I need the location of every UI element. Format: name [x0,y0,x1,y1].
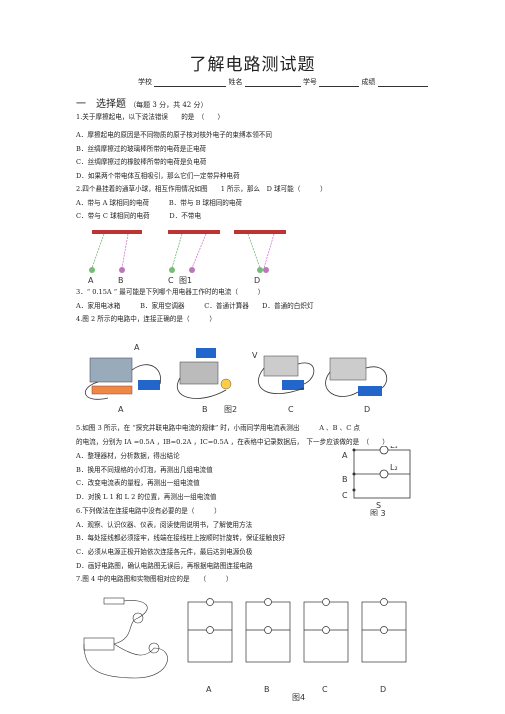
rod-3 [234,230,286,234]
q6-option-a[interactable]: A．观察、认识仪器、仪表，阅读使用说明书，了解使用方法 [76,521,253,529]
page-title: 了解电路测试题 [189,55,316,75]
school-blank[interactable] [154,79,227,87]
svg-text:V: V [252,351,258,360]
fig4-option-c [303,598,349,663]
fig4-caption: 图4 [292,693,305,702]
q5-option-a[interactable]: A．整理器材，分析数据，得出结论 [76,452,180,460]
fig4-physical-circuit [83,597,168,679]
lamp-l1-icon [379,446,389,455]
svg-text:A: A [134,343,140,352]
svg-text:B: B [342,475,348,484]
fig3-switch-label: S [376,501,381,510]
q5-stem-line2: 的电流，分别为 IA =0.5A ，IB=0.2A ，IC=0.5A ，在表格中… [76,438,389,446]
rod-1 [92,230,142,234]
score-blank[interactable] [377,79,428,87]
ball-b2 [189,267,195,273]
fig2-circuit-a: A [84,343,161,400]
fig4-option-a [187,598,233,663]
fig4-label-d: D [380,685,386,694]
q3-stem: 3．“ 0.15A ” 最可能是下列哪个用电器工作时的电流（ ） [76,288,265,296]
lamp-l2-icon [379,469,389,479]
q5-option-b[interactable]: B．换用不同规格的小灯泡，再测出几组电流值 [76,466,213,474]
section-title: 一 选择题 [76,99,126,110]
fig3-caption: 图 3 [370,509,386,516]
section-heading: 一 选择题 （每题 3 分，共 42 分） [76,95,207,110]
ball-c [169,267,175,273]
name-label: 姓名 [228,78,243,86]
fig4-option-b [245,598,291,663]
q5-option-c[interactable]: C．改变电流表的量程，再测出一组电流值 [76,479,200,487]
fig4-label-c: C [322,685,328,694]
figure-1-hanging-balls: A B C 图1 D [88,230,286,285]
fig2-label-a: A [118,405,124,414]
fig1-label-b: B [118,276,124,285]
rod-2 [168,230,220,234]
battery-a [138,380,160,390]
fig1-label-d: D [254,276,260,285]
q5-stem-line1: 5.如图 3 所示，在 “探究并联电路中电流的规律” 时，小雨同学用电流表测出 … [76,424,360,432]
fig1-caption: 图1 [179,276,192,285]
q6-stem: 6.下列做法在连接电路中没有必要的是（ ） [76,507,221,515]
q1-stem: 1.关于摩擦起电，以下说法错误 的是 （ ） [76,113,225,121]
fig3-l2-label: L₂ [390,463,398,472]
q6-option-d[interactable]: D．画好电路图，确认电路图无误后，再根据电路图连接电路 [76,562,253,570]
q6-option-b[interactable]: B．每处接线都必须接牢，线端在接线柱上按顺时针旋转，保证接触良好 [76,534,286,542]
battery-d [358,386,382,396]
q3-options[interactable]: A．家用电冰箱 B．家用空调器 C．普通计算器 D．普通的白炽灯 [76,302,314,310]
fig2-circuit-d [325,357,388,397]
fig1-label-a: A [88,276,94,285]
q4-stem: 4.图 2 所示的电路中，连接正确的是（ ） [76,315,216,323]
fig2-caption: 图2 [224,405,237,414]
battery-b [196,348,216,358]
q7-stem: 7.图 4 中的电路图和实物图相对应的是 （ ） [76,575,233,583]
fig4-label-b: B [264,685,270,694]
student-info-row: 学校 姓名 学号 成绩 [138,77,428,87]
ball-c2 [257,267,263,273]
figure-4-circuits: A B 图4 C D [83,597,407,702]
name-blank[interactable] [244,79,301,87]
svg-text:A: A [342,451,348,460]
figure-2-circuits: A V A B 图2 C D [84,343,388,414]
fig2-label-c: C [288,405,294,414]
fig2-label-b: B [202,405,208,414]
number-blank[interactable] [319,79,360,87]
fig1-label-c: C [168,276,174,285]
battery-c [282,380,304,390]
q1-option-b[interactable]: B．丝绸摩擦过的玻璃棒所带的电荷是正电荷 [76,145,207,153]
school-label: 学校 [138,78,152,86]
fig2-circuit-c: V [252,351,315,395]
fig2-circuit-b [177,348,232,399]
fig3-l1-label: L₁ [390,446,398,450]
score-label: 成绩 [361,78,376,86]
q1-option-a[interactable]: A．摩擦起电的原因是不同物质的原子核对核外电子的束缚本领不同 [76,131,272,139]
q6-option-c[interactable]: C．必须从电源正极开始依次连接各元件，最后达到电源负极 [76,548,253,556]
fig2-label-d: D [364,405,370,414]
q2-options-row1[interactable]: A．带与 A 球相同的电荷 B．带与 B 球相同的电荷 [76,199,243,207]
q2-options-row2[interactable]: C．带与 C 球相同的电荷 D．不带电 [76,212,202,220]
fig4-label-a: A [206,685,212,694]
q1-option-d[interactable]: D．如果两个带电体互相吸引，那么它们一定带异种电荷 [76,172,240,180]
ball-a [89,267,95,273]
section-note: （每题 3 分，共 42 分） [129,101,208,109]
figure-3-parallel-circuit: A B C L₁ L₂ S 图 3 [342,446,411,516]
q2-stem: 2.四个悬挂着的通草小球，相互作用情况如图 1 所示，那么 D 球可能（ ） [76,185,327,193]
q1-option-c[interactable]: C．丝绸摩擦过的橡胶棒所带的电荷是负电荷 [76,158,207,166]
ball-b [119,267,125,273]
fig4-option-d [361,598,407,663]
number-label: 学号 [302,78,317,86]
svg-text:C: C [342,491,348,500]
q5-option-d[interactable]: D．对换 L 1 和 L 2 的位置，再测出一组电流值 [76,493,217,501]
ball-d [263,267,269,273]
